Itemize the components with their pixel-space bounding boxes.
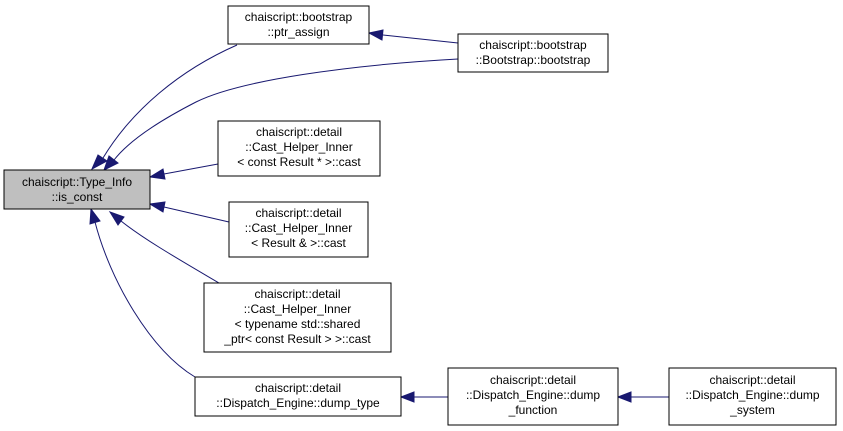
edge-layer <box>89 29 669 403</box>
node-label-line: chaiscript::detail <box>709 373 795 387</box>
arrowhead-cast-ref-to-is-const <box>148 201 166 213</box>
arrowhead-dump-function-to-dump-type <box>399 391 415 403</box>
node-cast-helper-shared-ptr[interactable]: chaiscript::detail ::Cast_Helper_Inner <… <box>203 282 392 353</box>
node-bootstrap-ptr-assign[interactable]: chaiscript::bootstrap ::ptr_assign <box>227 5 370 45</box>
node-label-line: ::is_const <box>52 190 103 204</box>
node-box <box>668 367 837 426</box>
arrowhead-ptr-assign-to-is-const <box>90 154 108 171</box>
node-box <box>227 5 370 45</box>
node-bootstrap-bootstrap[interactable]: chaiscript::bootstrap ::Bootstrap::boots… <box>457 33 609 73</box>
node-label-line: < typename std::shared <box>235 317 361 331</box>
node-label-line: chaiscript::bootstrap <box>245 10 353 24</box>
arrowhead-dump-type-to-is-const <box>89 207 101 225</box>
node-layer: chaiscript::Type_Info ::is_const chaiscr… <box>3 5 837 426</box>
node-label-line: _function <box>508 403 558 417</box>
node-type-info-is-const[interactable]: chaiscript::Type_Info ::is_const <box>3 169 151 210</box>
node-label-line: _ptr< const Result > >::cast <box>223 332 371 346</box>
arrowhead-cast-const-ptr-to-is-const <box>148 168 166 180</box>
node-label-line: chaiscript::detail <box>254 287 340 301</box>
node-box <box>194 376 402 417</box>
arrowhead-bootstrap-to-is-const <box>103 155 119 172</box>
node-label-line: ::Cast_Helper_Inner <box>245 221 352 235</box>
node-box <box>447 367 619 426</box>
edge-bootstrap-to-is-const <box>113 58 459 161</box>
node-dispatch-dump-function[interactable]: chaiscript::detail ::Dispatch_Engine::du… <box>447 367 619 426</box>
node-label-line: chaiscript::detail <box>490 373 576 387</box>
node-label-line: ::ptr_assign <box>267 25 329 39</box>
node-box <box>228 201 369 258</box>
node-label-line: chaiscript::bootstrap <box>479 38 587 52</box>
node-dispatch-dump-system[interactable]: chaiscript::detail ::Dispatch_Engine::du… <box>668 367 837 426</box>
edge-ptr-assign-to-is-const <box>102 44 238 159</box>
node-cast-helper-ref[interactable]: chaiscript::detail ::Cast_Helper_Inner <… <box>228 201 369 258</box>
arrowhead-bootstrap-to-ptr-assign <box>367 29 384 41</box>
arrowhead-cast-shared-ptr-to-is-const <box>108 211 125 226</box>
node-label-line: ::Dispatch_Engine::dump <box>466 388 600 402</box>
node-label-line: ::Cast_Helper_Inner <box>245 140 352 154</box>
node-box <box>457 33 609 73</box>
node-label-line: < Result & >::cast <box>251 236 346 250</box>
node-label-line: ::Bootstrap::bootstrap <box>476 53 591 67</box>
node-label-line: ::Dispatch_Engine::dump_type <box>216 396 380 410</box>
node-label-line: ::Dispatch_Engine::dump <box>685 388 819 402</box>
edge-dump-type-to-is-const <box>94 221 196 378</box>
node-box <box>203 282 392 353</box>
node-box <box>217 120 381 177</box>
node-label-line: chaiscript::Type_Info <box>22 175 132 189</box>
edge-cast-shared-ptr-to-is-const <box>120 220 220 284</box>
node-box-focus <box>3 169 151 210</box>
node-cast-helper-const-ptr[interactable]: chaiscript::detail ::Cast_Helper_Inner <… <box>217 120 381 177</box>
edge-cast-const-ptr-to-is-const <box>163 163 219 175</box>
node-dispatch-dump-type[interactable]: chaiscript::detail ::Dispatch_Engine::du… <box>194 376 402 417</box>
node-label-line: _system <box>729 403 775 417</box>
node-label-line: ::Cast_Helper_Inner <box>244 302 351 316</box>
arrowhead-dump-system-to-dump-function <box>616 391 632 403</box>
node-label-line: chaiscript::detail <box>255 381 341 395</box>
node-label-line: chaiscript::detail <box>256 125 342 139</box>
edge-cast-ref-to-is-const <box>163 206 230 223</box>
node-label-line: < const Result * >::cast <box>237 155 361 169</box>
edge-bootstrap-to-ptr-assign <box>382 34 459 44</box>
node-label-line: chaiscript::detail <box>255 206 341 220</box>
